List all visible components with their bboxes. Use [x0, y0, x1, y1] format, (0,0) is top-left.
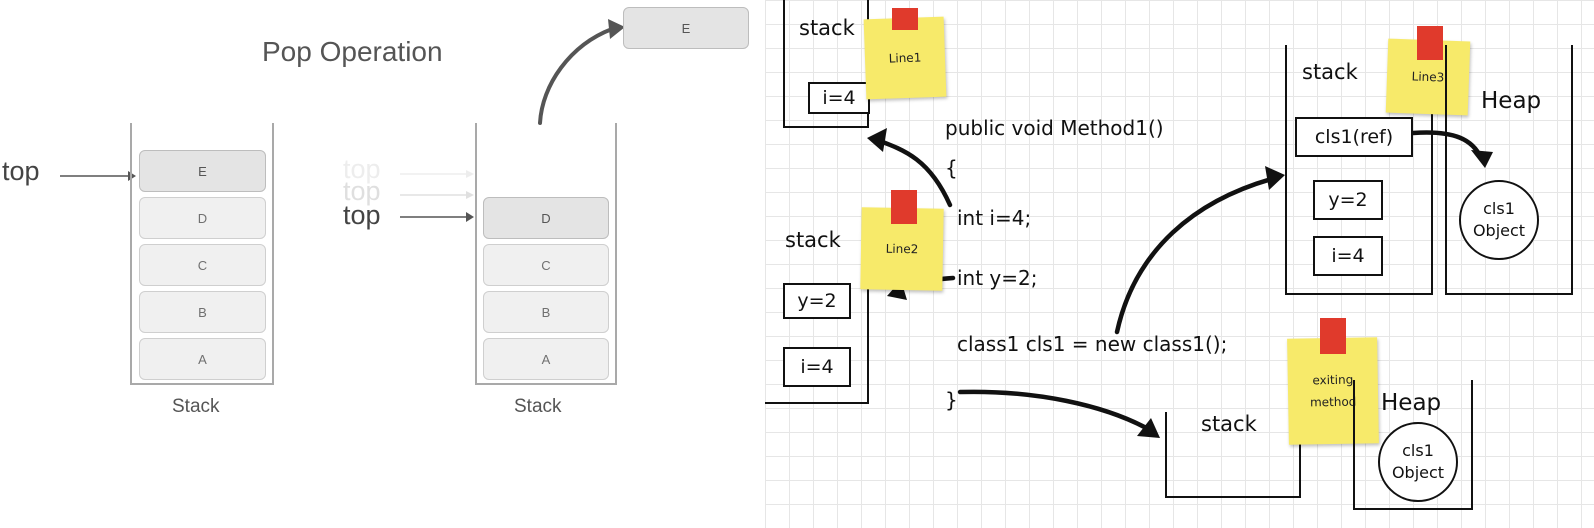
line3-pin-icon — [1417, 26, 1443, 60]
pop-operation-title: Pop Operation — [262, 36, 443, 67]
line1-value-i: i=4 — [808, 82, 870, 114]
exit-object-kind: Object — [1391, 463, 1445, 482]
stack-cell-c: C — [139, 244, 266, 286]
line3-object-name: cls1 — [1483, 199, 1515, 218]
code-close-brace: } — [945, 388, 958, 412]
ghost-top-label-2: top — [343, 176, 381, 206]
line3-value-cls1-ref: cls1(ref) — [1295, 117, 1413, 157]
line3-heap-label: Heap — [1481, 88, 1542, 114]
memory-sketch: stack i=4 Line1 public void Method1() { … — [765, 0, 1594, 528]
top-label: top — [2, 156, 40, 186]
stack-caption-before: Stack — [172, 396, 220, 417]
line3-stack-frame — [1285, 45, 1433, 295]
exit-object-name: cls1 — [1402, 441, 1434, 460]
line2-stack-frame — [765, 216, 869, 404]
stack-cell-a: A — [139, 338, 266, 380]
ghost-top-label-1: top — [343, 154, 381, 184]
stack-cell-b-after: B — [483, 291, 609, 333]
exit-stack-label: stack — [1201, 412, 1257, 436]
exit-note-line1: exiting — [1312, 372, 1354, 388]
stack-cell-a-after: A — [483, 338, 609, 380]
line2-value-y: y=2 — [783, 283, 851, 319]
code-signature: public void Method1() — [945, 116, 1164, 140]
exit-heap-object: cls1 Object — [1378, 422, 1458, 502]
line2-pin-icon — [891, 190, 917, 224]
top-pointer-arrow — [60, 171, 136, 181]
exit-note-line2: method — [1309, 394, 1357, 410]
stack-cell-d: D — [139, 197, 266, 239]
line3-value-i: i=4 — [1313, 236, 1383, 276]
pop-arrow — [538, 19, 625, 125]
stack-cell-e: E — [139, 150, 266, 192]
stack-cell-b: B — [139, 291, 266, 333]
code-line1: int i=4; — [957, 206, 1032, 230]
exit-pin-icon — [1320, 318, 1346, 354]
code-line3: class1 cls1 = new class1(); — [957, 332, 1228, 356]
line3-stack-label: stack — [1302, 60, 1358, 84]
exit-heap-frame — [1353, 380, 1473, 510]
top-label-after: top — [343, 200, 381, 230]
line2-value-i: i=4 — [783, 347, 851, 387]
line1-pin-icon — [892, 8, 918, 30]
code-open-brace: { — [945, 156, 958, 180]
stack-cell-c-after: C — [483, 244, 609, 286]
stack-caption-after: Stack — [514, 396, 562, 417]
line3-value-y: y=2 — [1313, 180, 1383, 220]
stack-cell-d-after: D — [483, 197, 609, 239]
line1-stack-label: stack — [799, 16, 855, 40]
exit-heap-label: Heap — [1381, 390, 1442, 416]
line2-stack-label: stack — [785, 228, 841, 252]
line3-heap-frame — [1445, 45, 1573, 295]
popped-cell-e: E — [623, 7, 749, 49]
line3-heap-object: cls1 Object — [1459, 180, 1539, 260]
exit-stack-frame — [1165, 412, 1301, 498]
top-pointer-arrows-after — [400, 170, 474, 222]
stack-container-after — [475, 123, 617, 385]
code-line2: int y=2; — [957, 266, 1038, 290]
stack-container-before — [130, 123, 274, 385]
line3-object-kind: Object — [1472, 221, 1526, 240]
